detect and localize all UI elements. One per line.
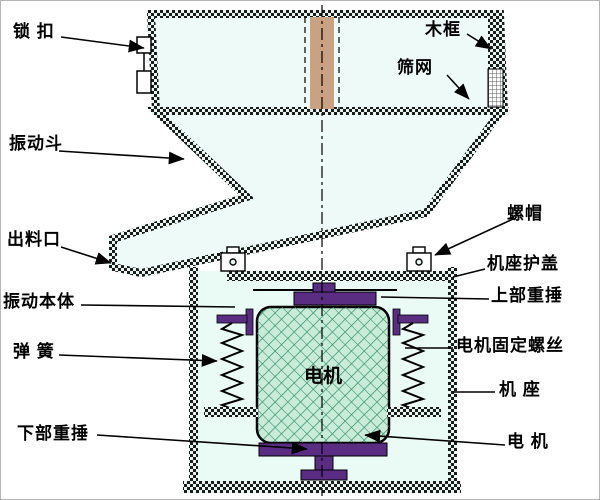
label-spring: 弹 簧 [13,342,55,361]
spring-right-cap [397,314,429,324]
leader-base-cover [452,268,486,278]
leader-upper-weight [380,296,490,300]
label-lock: 锁 扣 [13,22,55,41]
leader-lower-weight [96,434,308,455]
label-wood-frame: 木框 [425,20,461,39]
label-discharge-outlet: 出料口 [7,230,61,249]
sieve-mesh-patch [487,68,504,108]
leader-hopper [58,150,185,165]
spring-right-bracket [387,407,441,417]
housing-bottom [183,481,461,493]
motor-body-hatch2 [257,307,389,443]
leader-lock [60,36,145,53]
label-base: 机 座 [499,380,541,399]
upper-weight-bolt [312,282,336,293]
label-upper-weight: 上部重捶 [491,286,563,305]
label-vibration-body: 振动本体 [3,292,75,311]
label-vibrating-hopper: 振动斗 [9,134,63,153]
leader-outlet [60,246,112,265]
leader-sieve-mesh [446,74,470,100]
label-lower-weight: 下部重捶 [17,424,89,443]
cover-mount-left [220,246,246,272]
funnel-chute [109,107,509,278]
lower-weight-block [258,442,388,457]
lower-shaft-bar [300,469,348,481]
spring-left-cap [216,314,248,324]
leader-nut [434,218,514,256]
leader-lines [58,33,514,455]
leader-motor [364,429,506,446]
label-base-cover: 机座护盖 [487,254,559,273]
label-motor: 电 机 [507,432,549,451]
leader-vibration-body [80,304,236,308]
housing-top-cover [227,271,453,281]
leader-spring [58,354,218,367]
leader-wood-frame [466,33,492,50]
label-motor-screw: 电机固定螺丝 [456,336,564,355]
motor-inner-label: 电机 [304,364,342,387]
upper-weight-block [293,291,377,306]
lock-clamp [136,36,152,94]
spring-left [218,322,246,410]
spring-left-bracket [204,407,258,417]
housing-right-wall [448,267,457,489]
housing-left-wall [189,267,198,489]
label-nut: 螺帽 [507,204,543,223]
spring-right [399,322,427,410]
label-sieve-mesh: 筛网 [397,58,433,77]
cover-mount-right [406,246,432,272]
